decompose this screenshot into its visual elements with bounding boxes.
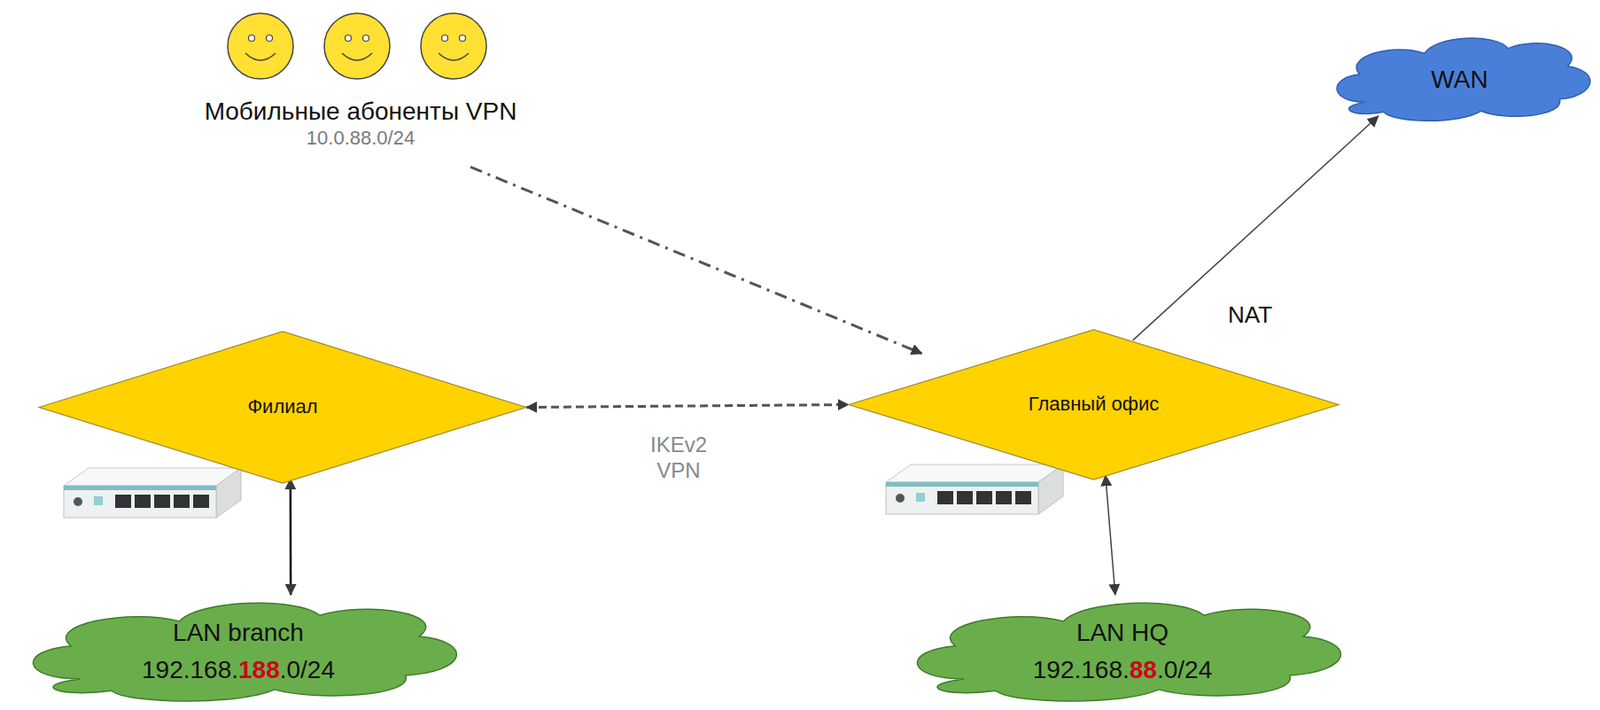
node-title: LAN HQ [1076,617,1169,648]
diamond-shape [848,329,1339,480]
node-title: LAN branch [172,617,304,648]
node-subtitle: 192.168.88.0/24 [1033,654,1212,685]
branch-router-diamond: Филиал [38,331,527,483]
lan-cloud: LAN HQ 192.168.88.0/24 [896,589,1349,707]
node-text-group: Филиал [247,395,318,419]
address-part: .0/24 [1157,655,1212,684]
highlighted-octet: 88 [1129,655,1158,684]
address-part: .0/24 [279,655,335,684]
connector [1105,474,1116,595]
smiley-icons [227,13,487,79]
lan-cloud: LAN branch 192.168.188.0/24 [12,589,465,707]
node-text-group: LAN branch 192.168.188.0/24 [141,617,335,684]
diamond-shape [38,331,527,483]
node-title: Главный офис [1028,392,1159,416]
smiley-icon [324,13,390,79]
connector [526,404,849,408]
address-part: 192.168. [141,655,239,684]
hq-router-diamond: Главный офис [848,329,1339,480]
node-title: Мобильные абоненты VPN [204,96,518,127]
address-part: 192.168. [1033,655,1130,684]
node-text-group: Главный офис [1028,392,1159,416]
node-subtitle: 192.168.188.0/24 [141,654,335,685]
node-title: Филиал [247,395,318,419]
vpn-user-group: Мобильные абоненты VPN10.0.88.0/24 [199,93,523,165]
highlighted-octet: 188 [238,655,280,684]
cloud-shape [32,602,457,701]
router-icon [63,467,241,518]
connector [470,166,923,354]
edge-label: NAT [1225,301,1275,329]
cloud-shape [1336,38,1591,121]
router-icon [885,464,1064,514]
connector [1133,116,1379,341]
smiley-icon [420,13,487,79]
smiley-icon [227,13,294,79]
cloud-outline [12,589,465,707]
node-text-group: Мобильные абоненты VPN10.0.88.0/24 [204,96,518,163]
node-title: WAN [1430,64,1488,95]
cloud-outline [896,589,1349,707]
node-subtitle: 10.0.88.0/24 [306,126,415,150]
node-text-group: WAN [1430,64,1488,95]
edge-label: IKEv2 VPN [636,432,722,484]
wan-cloud: WAN [1324,26,1595,126]
node-text-group: LAN HQ 192.168.88.0/24 [1033,617,1212,684]
cloud-shape [916,602,1341,701]
connector [289,478,293,595]
